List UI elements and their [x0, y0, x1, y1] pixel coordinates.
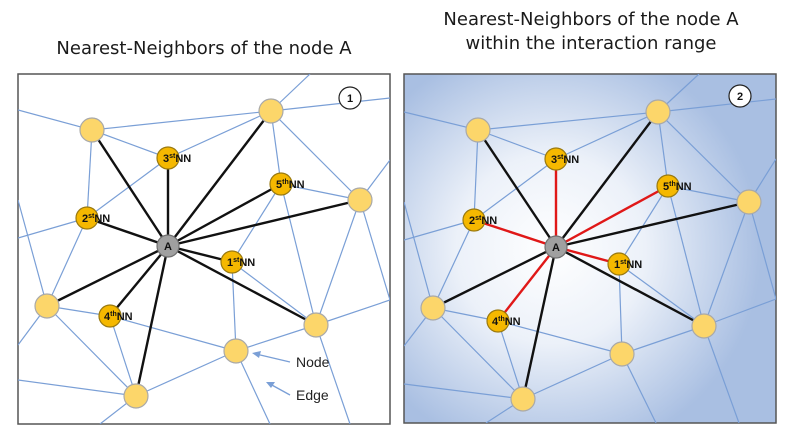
node-arrow-head [252, 351, 261, 358]
node-annotation: Node [296, 354, 330, 370]
panel1-frame [17, 73, 391, 425]
node [258, 98, 284, 124]
nn1-node [220, 250, 244, 274]
node [34, 293, 60, 319]
panel2-links [432, 111, 750, 400]
panel2: A 3stNN 5thNN 2stNN 1stNN 4thNN 2 [403, 73, 777, 424]
panel1: A 3stNN 5thNN 2stNN 1stNN 4thNN Node Edg… [17, 73, 391, 425]
node [691, 313, 717, 339]
center-label: A [552, 242, 560, 254]
nn4-node [98, 304, 122, 328]
node [420, 295, 446, 321]
panel2-title-line2: within the interaction range [465, 33, 717, 54]
node [609, 341, 635, 367]
nn4-node [486, 309, 510, 333]
panel2-number: 2 [737, 91, 743, 103]
node [223, 338, 249, 364]
panel2-mesh-edges [404, 74, 776, 423]
nn3-label: 3stNN [163, 153, 191, 165]
panel1-nn-labels: 3stNN 5thNN 2stNN 1stNN 4thNN [82, 153, 305, 323]
node [79, 117, 105, 143]
node [303, 312, 329, 338]
nn3-node [156, 146, 180, 170]
edge-pointer-arrow [269, 383, 291, 396]
panel2-title-line1: Nearest-Neighbors of the node A [443, 9, 739, 30]
edge-arrow-head [266, 382, 275, 388]
node [465, 117, 491, 143]
nn1-label: 1stNN [614, 259, 642, 271]
panel1-title: Nearest-Neighbors of the node A [56, 38, 352, 59]
nn3-node [544, 147, 568, 171]
nn1-label: 1stNN [227, 257, 255, 269]
center-node [156, 234, 180, 258]
nn2-node [75, 206, 99, 230]
node [123, 383, 149, 409]
nn4-label: 4thNN [492, 316, 521, 328]
nn5-node [269, 172, 293, 196]
panel1-number: 1 [347, 93, 353, 105]
nn2-label: 2stNN [82, 213, 110, 225]
nn1-node [607, 252, 631, 276]
panel1-annotations: Node Edge [252, 351, 330, 403]
node [645, 99, 671, 125]
node [510, 386, 536, 412]
node [347, 187, 373, 213]
nn2-node [462, 208, 486, 232]
nn4-label: 4thNN [104, 311, 133, 323]
panel2-title: Nearest-Neighbors of the node A within t… [404, 8, 778, 56]
panel2-nodes: A [420, 99, 762, 412]
node-pointer-arrow [255, 353, 291, 363]
nn2-label: 2stNN [469, 215, 497, 227]
panel1-mesh-edges [18, 74, 390, 424]
panel2-nn-labels: 3stNN 5thNN 2stNN 1stNN 4thNN [469, 154, 692, 328]
nn5-label: 5thNN [276, 179, 305, 191]
panel2-number-badge [728, 84, 752, 108]
center-node [544, 235, 568, 259]
nn5-node [656, 174, 680, 198]
edge-annotation: Edge [296, 387, 329, 403]
panel1-number-badge [338, 86, 362, 110]
center-label: A [164, 241, 172, 253]
node [736, 189, 762, 215]
panel1-nodes: A [34, 98, 373, 409]
nn5-label: 5thNN [663, 181, 692, 193]
nn3-label: 3stNN [551, 154, 579, 166]
